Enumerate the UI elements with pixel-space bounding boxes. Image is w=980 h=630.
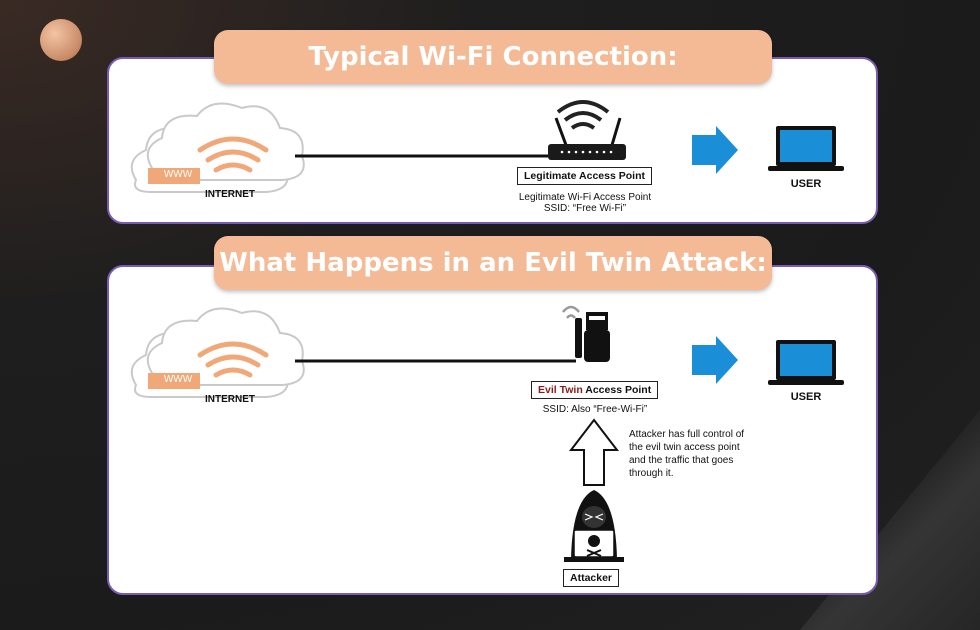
internet-label: INTERNET bbox=[205, 189, 255, 200]
www-badge: WWW bbox=[163, 169, 193, 180]
www-badge: WWW bbox=[163, 374, 193, 385]
arrow-right-icon bbox=[692, 126, 738, 174]
user-label: USER bbox=[790, 391, 822, 403]
arrow-up-icon bbox=[568, 418, 620, 486]
attacker-note: Attacker has full control of the evil tw… bbox=[629, 429, 745, 479]
internet-label: INTERNET bbox=[205, 394, 255, 405]
user-label: USER bbox=[790, 178, 822, 190]
evil-ap-caption: SSID: Also “Free-Wi-Fi” bbox=[542, 404, 648, 415]
cloud-icon bbox=[130, 102, 305, 193]
ap-caption-line1: Legitimate Wi-Fi Access Point bbox=[518, 192, 652, 203]
arrow-right-icon bbox=[692, 336, 738, 384]
evil-twin-highlight: Evil Twin bbox=[538, 384, 583, 396]
cloud-icon bbox=[130, 307, 305, 398]
laptop-icon bbox=[768, 340, 844, 385]
legitimate-access-point-box: Legitimate Access Point bbox=[517, 167, 652, 185]
evil-twin-access-point-box: Evil Twin Access Point bbox=[531, 381, 659, 399]
router-icon bbox=[548, 100, 626, 160]
decorative-orb bbox=[40, 19, 82, 61]
access-point-text: Access Point bbox=[582, 384, 652, 396]
hacker-icon bbox=[564, 490, 624, 562]
usb-wifi-adapter-icon bbox=[562, 305, 610, 362]
attacker-label: Attacker bbox=[563, 569, 620, 587]
typical-connection-title: Typical Wi-Fi Connection: bbox=[214, 30, 772, 84]
laptop-icon bbox=[768, 126, 844, 171]
evil-twin-title: What Happens in an Evil Twin Attack: bbox=[214, 236, 772, 290]
ap-caption-line2: SSID: “Free Wi-Fi” bbox=[543, 203, 627, 214]
